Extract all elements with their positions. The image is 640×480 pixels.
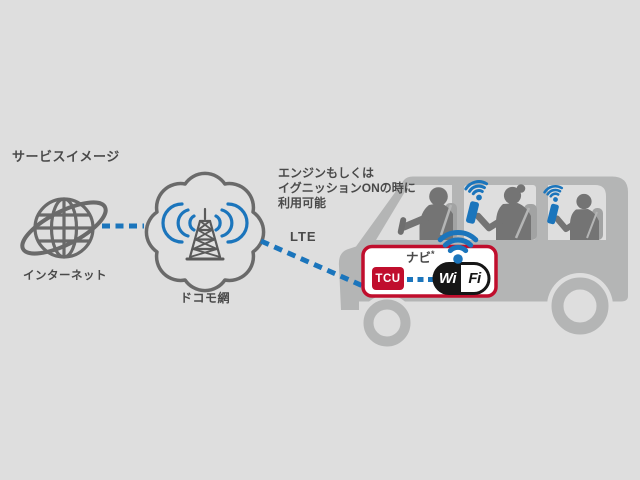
lte-link xyxy=(259,238,365,289)
wifi-logo-fi-text: Fi xyxy=(468,269,481,287)
internet-label: インターネット xyxy=(23,270,107,282)
navi-footnote-mark: * xyxy=(431,248,435,259)
rear-wheel xyxy=(551,277,609,335)
steering-wheel xyxy=(397,217,407,235)
globe-icon xyxy=(20,197,108,259)
driver-silhouette xyxy=(397,187,453,240)
seatbelt xyxy=(586,211,598,239)
wifi-logo xyxy=(432,262,491,295)
tcu-box xyxy=(372,267,404,290)
front-wheel xyxy=(363,299,411,347)
cloud-outline xyxy=(144,171,266,293)
smartphone-icon xyxy=(466,201,479,224)
seatbelt xyxy=(439,204,453,236)
availability-note-line1: エンジンもしくは xyxy=(278,166,375,180)
navi-label: ナビ* xyxy=(406,248,435,265)
smartphone-icon xyxy=(547,203,559,225)
wifi-logo-wi-text: Wi xyxy=(438,269,457,287)
docomo-network-label: ドコモ網 xyxy=(179,291,230,305)
middle-passenger-silhouette xyxy=(466,184,531,240)
seatbelt xyxy=(514,207,531,239)
rear-passenger-silhouette xyxy=(547,193,599,240)
navi-unit-box xyxy=(361,232,498,298)
page-title: サービスイメージ xyxy=(12,149,120,164)
radio-tower-icon xyxy=(185,207,225,261)
radio-waves-icon xyxy=(161,202,249,244)
availability-note-line2: イグニッションONの時に xyxy=(278,181,416,195)
availability-note: エンジンもしくは イグニッションONの時に 利用可能 xyxy=(278,166,416,211)
lte-label: LTE xyxy=(290,229,317,244)
availability-note-line3: 利用可能 xyxy=(278,196,327,210)
cloud-radio-tower-icon xyxy=(144,171,266,293)
tcu-label: TCU xyxy=(375,272,401,285)
